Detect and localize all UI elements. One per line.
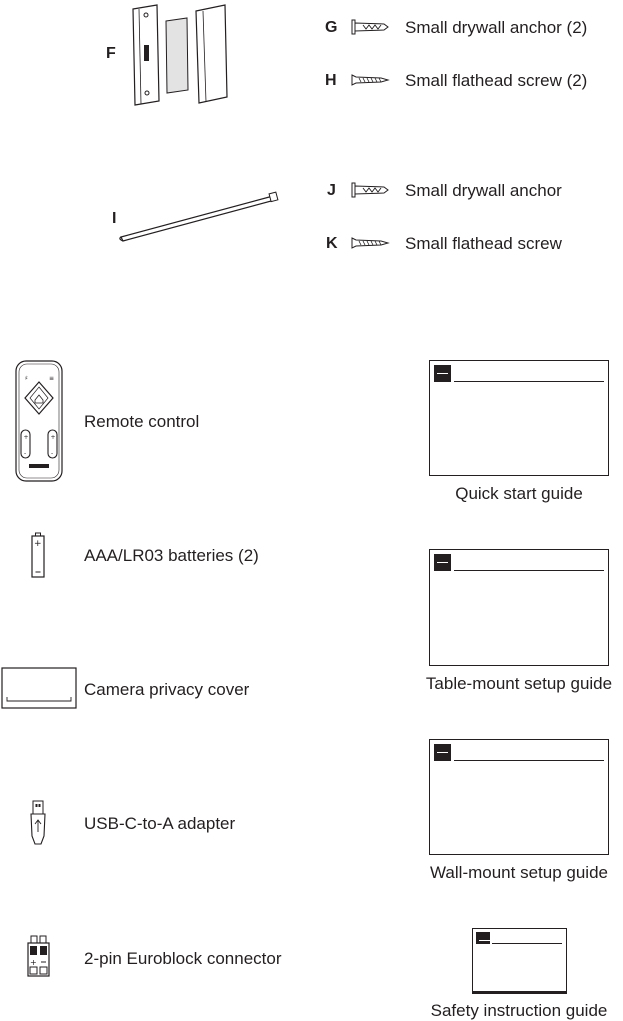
flathead-screw-icon	[351, 74, 390, 86]
guide-label-quick-start: Quick start guide	[455, 484, 583, 503]
accessory-label-euroblock: 2-pin Euroblock connector	[84, 949, 282, 968]
part-letter-g: G	[325, 19, 338, 36]
battery-icon: +	[31, 532, 45, 578]
guide-label-table-mount: Table-mount setup guide	[425, 674, 613, 693]
cable-tie-icon	[119, 191, 279, 242]
part-letter-j: J	[327, 182, 336, 199]
guide-rule	[454, 570, 604, 571]
flathead-screw-icon	[351, 237, 390, 249]
guide-thumbnail-safety	[472, 928, 567, 994]
part-letter-i: I	[112, 210, 117, 227]
part-letter-h: H	[325, 72, 337, 89]
svg-text:-: -	[24, 450, 26, 457]
guide-label-safety: Safety instruction guide	[430, 1001, 608, 1020]
bose-logo-icon	[476, 932, 490, 944]
remote-control-icon: ♯ ≡ + - + -	[15, 360, 63, 482]
part-label-h: Small flathead screw (2)	[405, 71, 588, 90]
guide-rule	[454, 760, 604, 761]
svg-text:+: +	[24, 434, 29, 441]
bose-logo-icon	[434, 554, 451, 571]
svg-text:-: -	[51, 450, 53, 457]
guide-rule	[492, 943, 562, 944]
accessory-label-remote: Remote control	[84, 412, 200, 431]
accessory-label-usb-adapter: USB-C-to-A adapter	[84, 814, 236, 833]
euroblock-connector-icon: +	[27, 935, 50, 977]
usb-adapter-icon	[30, 800, 46, 845]
bose-logo-icon	[434, 744, 451, 761]
part-letter-k: K	[326, 235, 338, 252]
drywall-anchor-icon	[351, 182, 389, 198]
part-letter-f: F	[106, 45, 116, 62]
drywall-anchor-icon	[351, 19, 389, 35]
svg-text:+: +	[51, 434, 56, 441]
svg-text:+: +	[30, 958, 37, 967]
svg-text:+: +	[34, 539, 42, 549]
guide-thumbnail-wall-mount	[429, 739, 609, 855]
part-label-k: Small flathead screw	[405, 234, 562, 253]
guide-thumbnail-table-mount	[429, 549, 609, 666]
privacy-cover-icon	[1, 667, 77, 709]
bracket-icon	[132, 4, 228, 106]
bose-logo-icon	[434, 365, 451, 382]
guide-rule	[454, 381, 604, 382]
svg-text:≡: ≡	[49, 375, 54, 382]
part-label-j: Small drywall anchor	[405, 181, 562, 200]
part-label-g: Small drywall anchor (2)	[405, 18, 588, 37]
svg-text:♯: ♯	[25, 375, 28, 382]
accessory-label-privacy-cover: Camera privacy cover	[84, 680, 250, 699]
accessory-label-batteries: AAA/LR03 batteries (2)	[84, 546, 259, 565]
guide-label-wall-mount: Wall-mount setup guide	[430, 863, 608, 882]
guide-thumbnail-quick-start	[429, 360, 609, 476]
